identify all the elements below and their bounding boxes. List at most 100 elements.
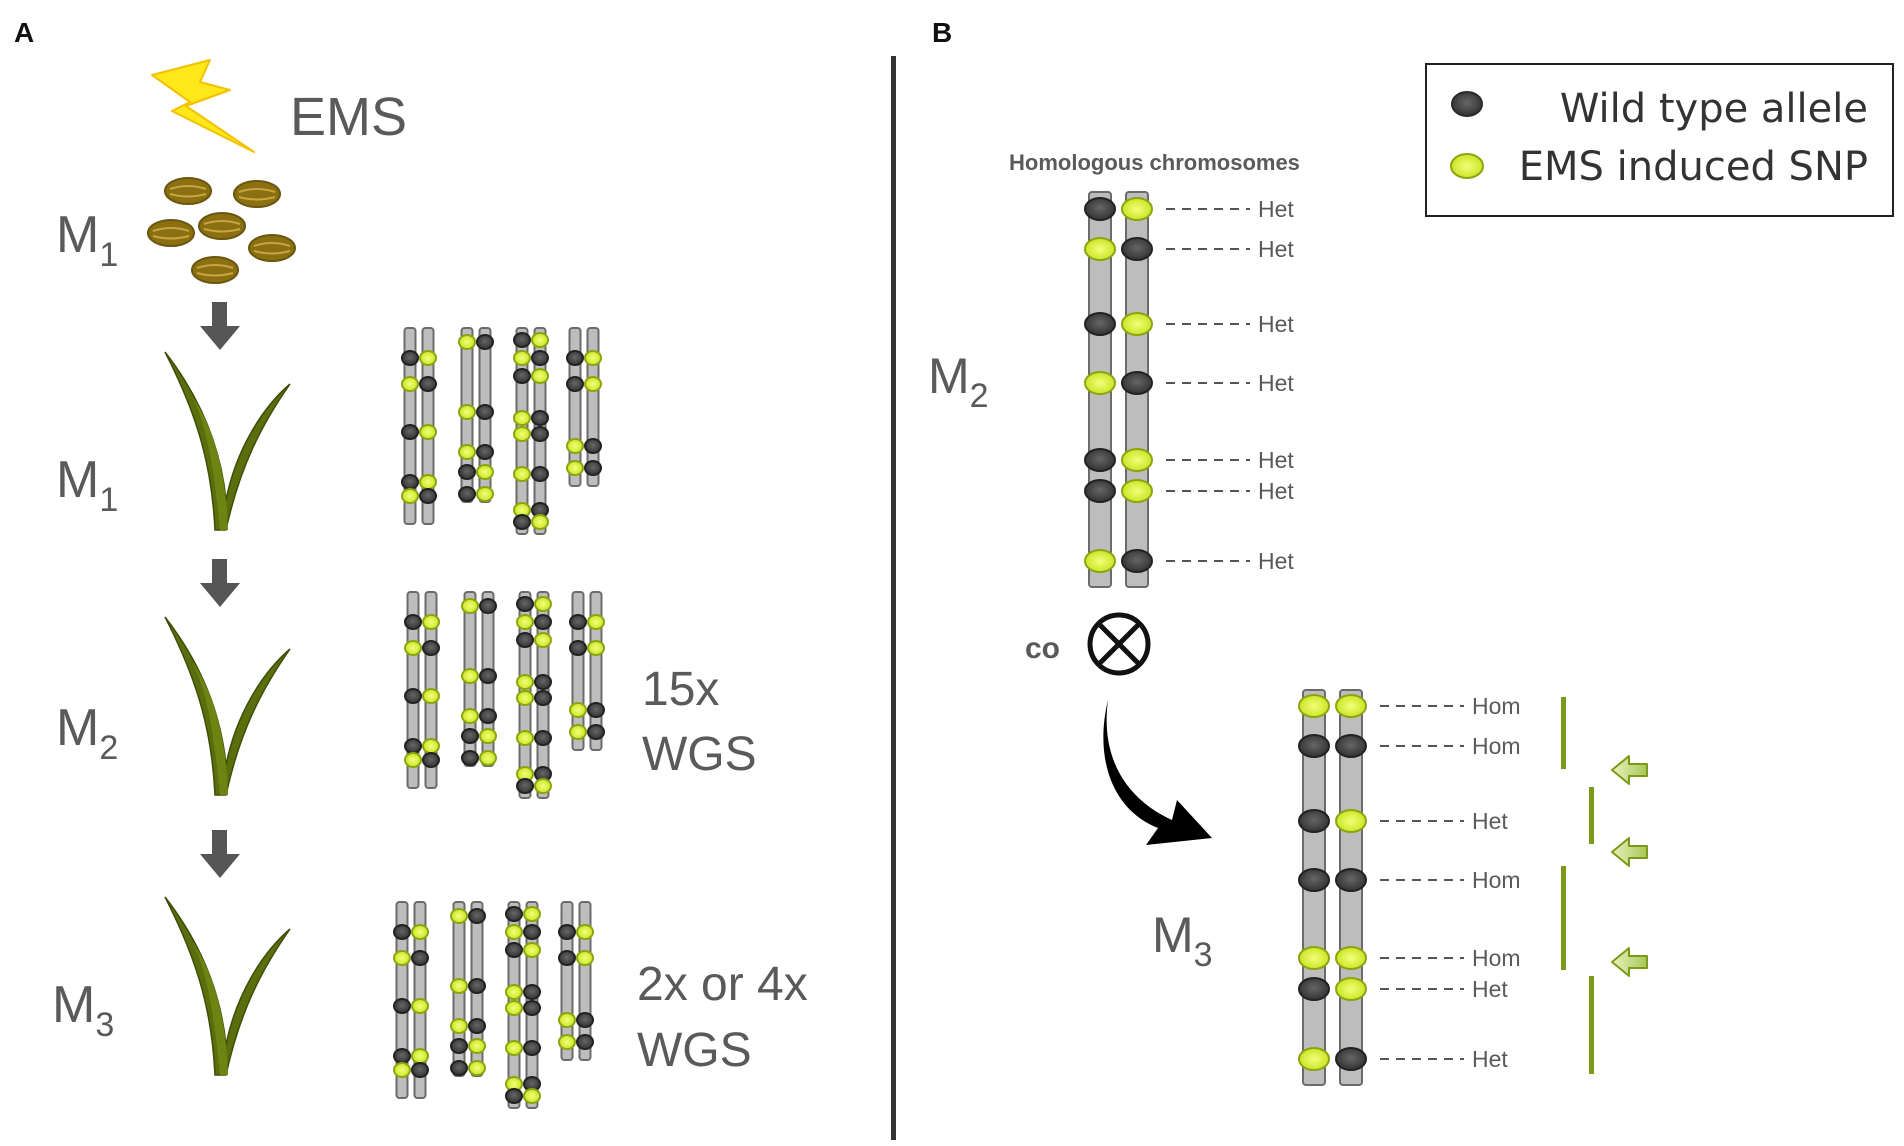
- snp-allele-marker: [531, 514, 549, 530]
- wild-type-allele-marker: [479, 708, 497, 724]
- snp-allele-marker: [558, 1012, 576, 1028]
- snp-allele-marker: [587, 640, 605, 656]
- wild-type-allele-marker: [419, 376, 437, 392]
- wild-type-allele-marker: [476, 404, 494, 420]
- snp-allele-marker: [476, 464, 494, 480]
- snp-allele-marker: [516, 614, 534, 630]
- green-arrow-icon: [1611, 947, 1648, 977]
- linkage-block: [1589, 976, 1594, 1074]
- zygosity-label: Hom: [1472, 693, 1521, 719]
- snp-allele-marker: [461, 708, 479, 724]
- zygosity-label: Het: [1472, 808, 1508, 834]
- snp-allele-marker: [411, 1048, 429, 1064]
- snp-allele-marker: [569, 702, 587, 718]
- legend-wt-swatch: [1451, 91, 1483, 117]
- wild-type-allele-marker: [461, 750, 479, 766]
- snp-allele-marker: [534, 632, 552, 648]
- chromosome-title: Homologous chromosomes: [1009, 150, 1300, 175]
- snp-allele-marker: [584, 350, 602, 366]
- wild-type-allele-marker: [566, 376, 584, 392]
- snp-allele-marker: [1121, 197, 1153, 221]
- crossover-label: co: [1025, 632, 1060, 665]
- panel-divider: [891, 56, 896, 1140]
- wild-type-allele-marker: [422, 752, 440, 768]
- wild-type-allele-marker: [1084, 312, 1116, 336]
- chromosome-set-m1: [401, 327, 602, 535]
- wild-type-allele-marker: [401, 424, 419, 440]
- snp-allele-marker: [1298, 1047, 1330, 1071]
- snp-allele-marker: [450, 908, 468, 924]
- snp-allele-marker: [523, 906, 541, 922]
- snp-allele-marker: [458, 404, 476, 420]
- seed-icon: [147, 219, 195, 247]
- snp-allele-marker: [461, 668, 479, 684]
- snp-allele-marker: [1084, 237, 1116, 261]
- snp-allele-marker: [576, 950, 594, 966]
- wild-type-allele-marker: [531, 410, 549, 426]
- wild-type-allele-marker: [393, 1048, 411, 1064]
- snp-allele-marker: [450, 978, 468, 994]
- snp-allele-marker: [534, 596, 552, 612]
- snp-allele-marker: [411, 998, 429, 1014]
- wild-type-allele-marker: [419, 488, 437, 504]
- wild-type-allele-marker: [393, 924, 411, 940]
- wild-type-allele-marker: [1298, 977, 1330, 1001]
- snp-allele-marker: [513, 410, 531, 426]
- snp-allele-marker: [1335, 946, 1367, 970]
- wild-type-allele-marker: [1084, 479, 1116, 503]
- snp-allele-marker: [1335, 694, 1367, 718]
- wild-type-allele-marker: [401, 474, 419, 490]
- snp-allele-marker: [458, 444, 476, 460]
- wild-type-allele-marker: [505, 1088, 523, 1104]
- wild-type-allele-marker: [523, 984, 541, 1000]
- snp-allele-marker: [419, 424, 437, 440]
- wild-type-allele-marker: [1084, 197, 1116, 221]
- zygosity-label: Het: [1258, 196, 1294, 222]
- zygosity-label: Het: [1258, 370, 1294, 396]
- wild-type-allele-marker: [531, 466, 549, 482]
- wild-type-allele-marker: [513, 332, 531, 348]
- snp-allele-marker: [468, 1060, 486, 1076]
- green-arrow-icon: [1611, 837, 1648, 867]
- zygosity-label: Hom: [1472, 945, 1521, 971]
- down-arrow-icon: [200, 830, 240, 878]
- legend-box: Wild type allele EMS induced SNP: [1425, 63, 1894, 217]
- wild-type-allele-marker: [534, 730, 552, 746]
- chromosome-set-m3: [393, 901, 594, 1109]
- seed-icon: [248, 234, 296, 262]
- plant-icon: [164, 896, 291, 1076]
- snp-allele-marker: [461, 598, 479, 614]
- wild-type-allele-marker: [566, 350, 584, 366]
- snp-allele-marker: [404, 640, 422, 656]
- legend-wt-label: Wild type allele: [1560, 86, 1868, 132]
- wild-type-allele-marker: [479, 668, 497, 684]
- snp-allele-marker: [401, 376, 419, 392]
- linkage-block: [1561, 697, 1566, 769]
- snp-allele-marker: [566, 438, 584, 454]
- wild-type-allele-marker: [1335, 1047, 1367, 1071]
- generation-label-m1: M1: [56, 451, 118, 519]
- sequencing-depth-m3: 2x or 4x: [637, 958, 808, 1011]
- snp-allele-marker: [393, 1062, 411, 1078]
- mutagen-label: EMS: [290, 87, 407, 147]
- wild-type-allele-marker: [513, 514, 531, 530]
- snp-allele-marker: [404, 752, 422, 768]
- wild-type-allele-marker: [458, 486, 476, 502]
- down-arrow-icon: [200, 302, 240, 350]
- legend-snp-label: EMS induced SNP: [1519, 144, 1868, 190]
- wild-type-allele-marker: [1298, 868, 1330, 892]
- snp-allele-marker: [1121, 479, 1153, 503]
- panel-a-letter: A: [14, 17, 34, 48]
- wild-type-allele-marker: [1121, 371, 1153, 395]
- wild-type-allele-marker: [531, 426, 549, 442]
- snp-allele-marker: [505, 1000, 523, 1016]
- wild-type-allele-marker: [404, 688, 422, 704]
- generation-label-seeds: M1: [56, 206, 118, 274]
- snp-allele-marker: [476, 486, 494, 502]
- generation-label-b-m3: M3: [1152, 907, 1213, 974]
- wild-type-allele-marker: [534, 674, 552, 690]
- wild-type-allele-marker: [523, 924, 541, 940]
